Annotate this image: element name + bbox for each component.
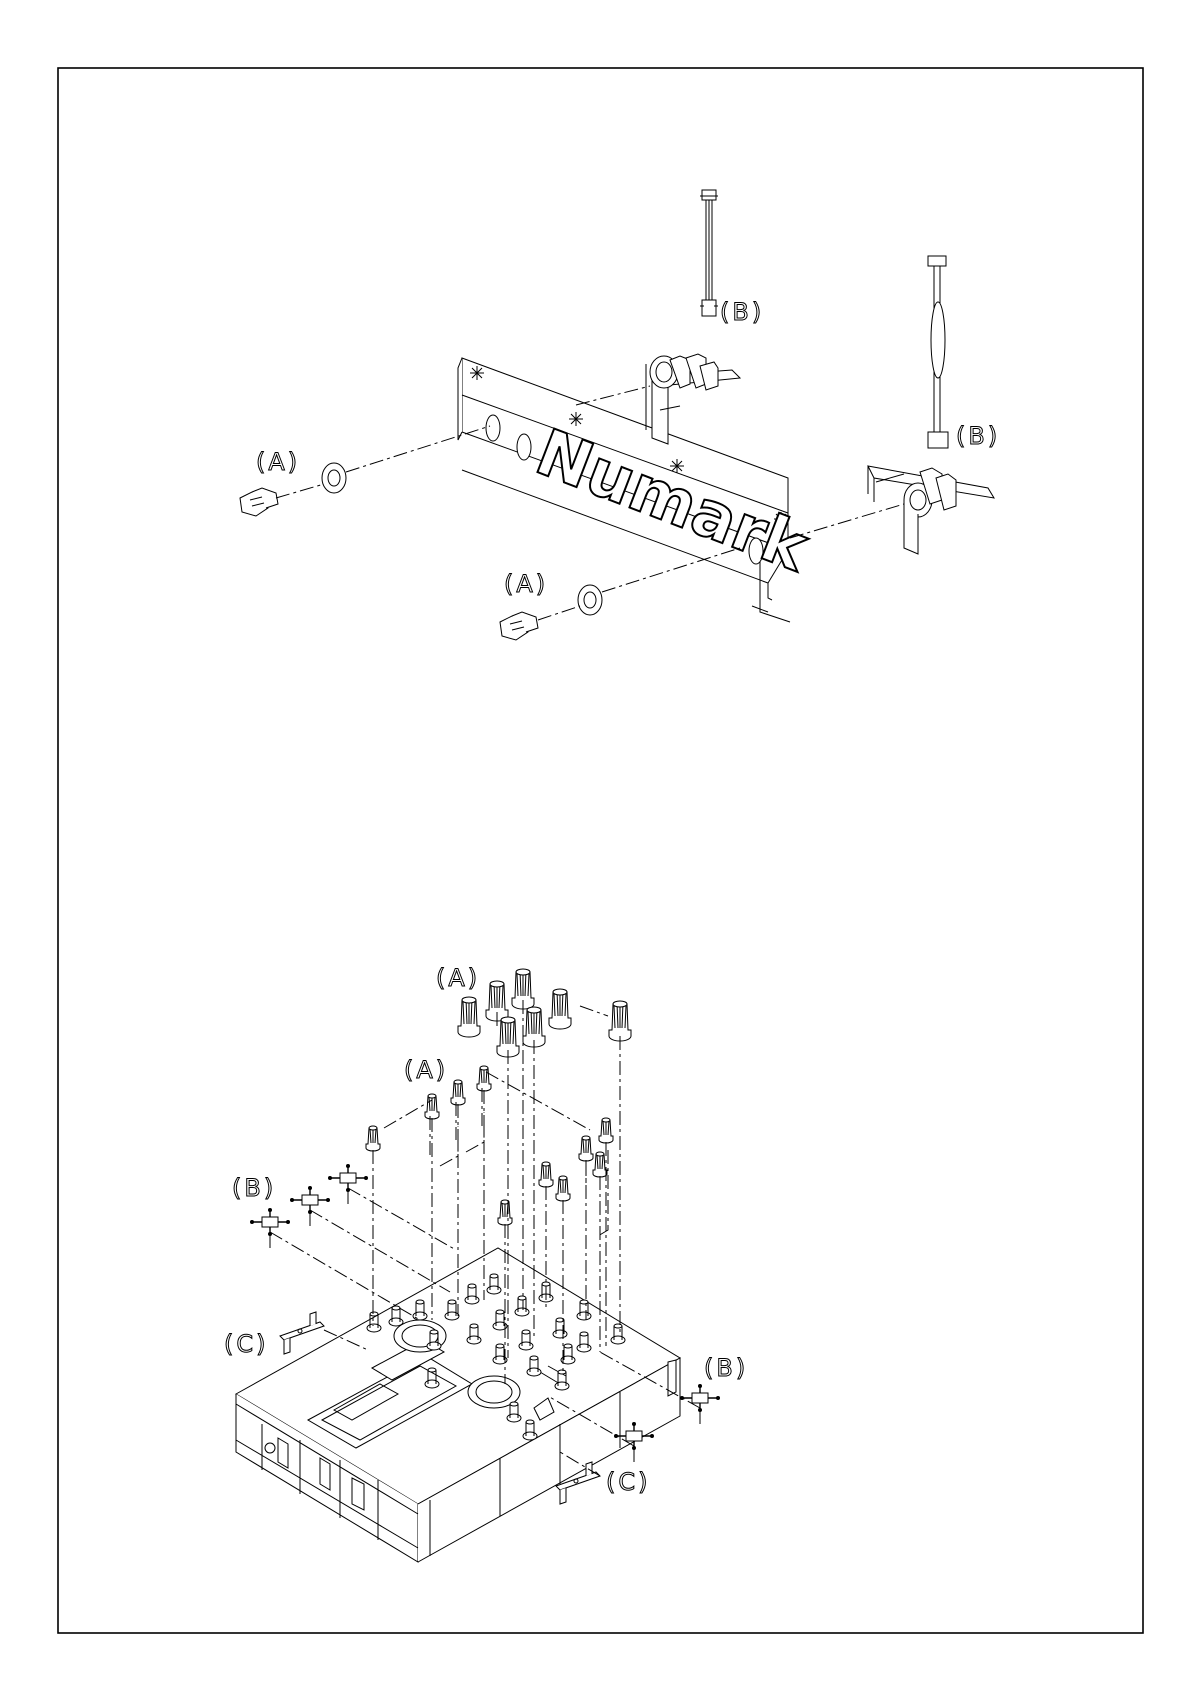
label-b-top: (B) xyxy=(720,298,764,326)
right-jack-board xyxy=(868,466,994,554)
leader-line xyxy=(576,386,650,405)
center-cable-harness xyxy=(700,190,718,316)
top-exploded-view: Numark xyxy=(240,190,1000,640)
label-b-right: (B) xyxy=(956,422,1000,450)
label-a-left: (A) xyxy=(256,448,300,476)
mixer-chassis xyxy=(236,1248,680,1562)
label-a-lower: (A) xyxy=(404,1056,448,1084)
label-a-bottom: (A) xyxy=(504,570,548,598)
bottom-exploded-view: (A) (A) (B) (B) (C) (C) xyxy=(224,964,748,1562)
label-b-left: (B) xyxy=(232,1174,276,1202)
bottom-jack-nut xyxy=(500,612,538,640)
label-c-left: (C) xyxy=(224,1330,268,1358)
leader-line xyxy=(538,548,740,620)
left-jack-nut xyxy=(240,488,278,516)
left-jack-washer xyxy=(322,463,346,493)
bottom-jack-washer xyxy=(578,585,602,615)
label-b-right: (B) xyxy=(704,1354,748,1382)
large-knob-group xyxy=(458,969,631,1057)
label-c-right: (C) xyxy=(606,1468,650,1496)
right-cable-harness xyxy=(928,256,948,448)
center-jack-board xyxy=(646,354,740,444)
label-a-upper: (A) xyxy=(436,964,480,992)
small-knob-group xyxy=(366,1066,613,1225)
